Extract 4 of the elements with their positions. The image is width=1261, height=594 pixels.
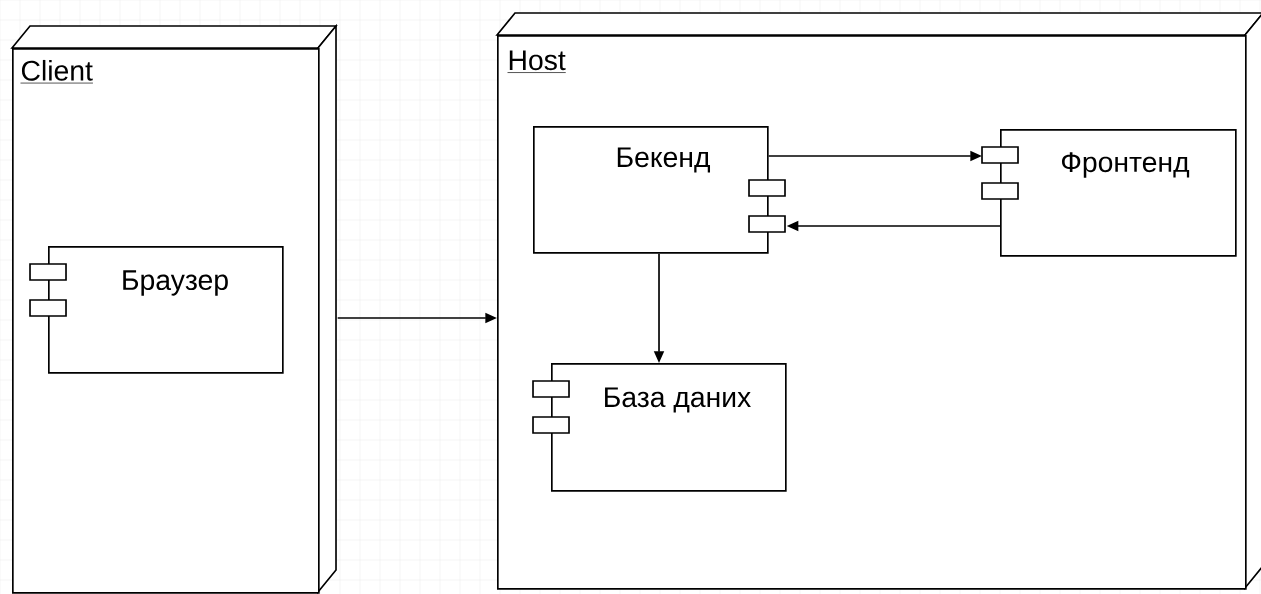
component-box: Браузер [29,246,284,374]
component-box: База даних [532,363,787,492]
component-box: Фронтенд [981,129,1237,257]
component-box: Бекенд [533,126,786,254]
